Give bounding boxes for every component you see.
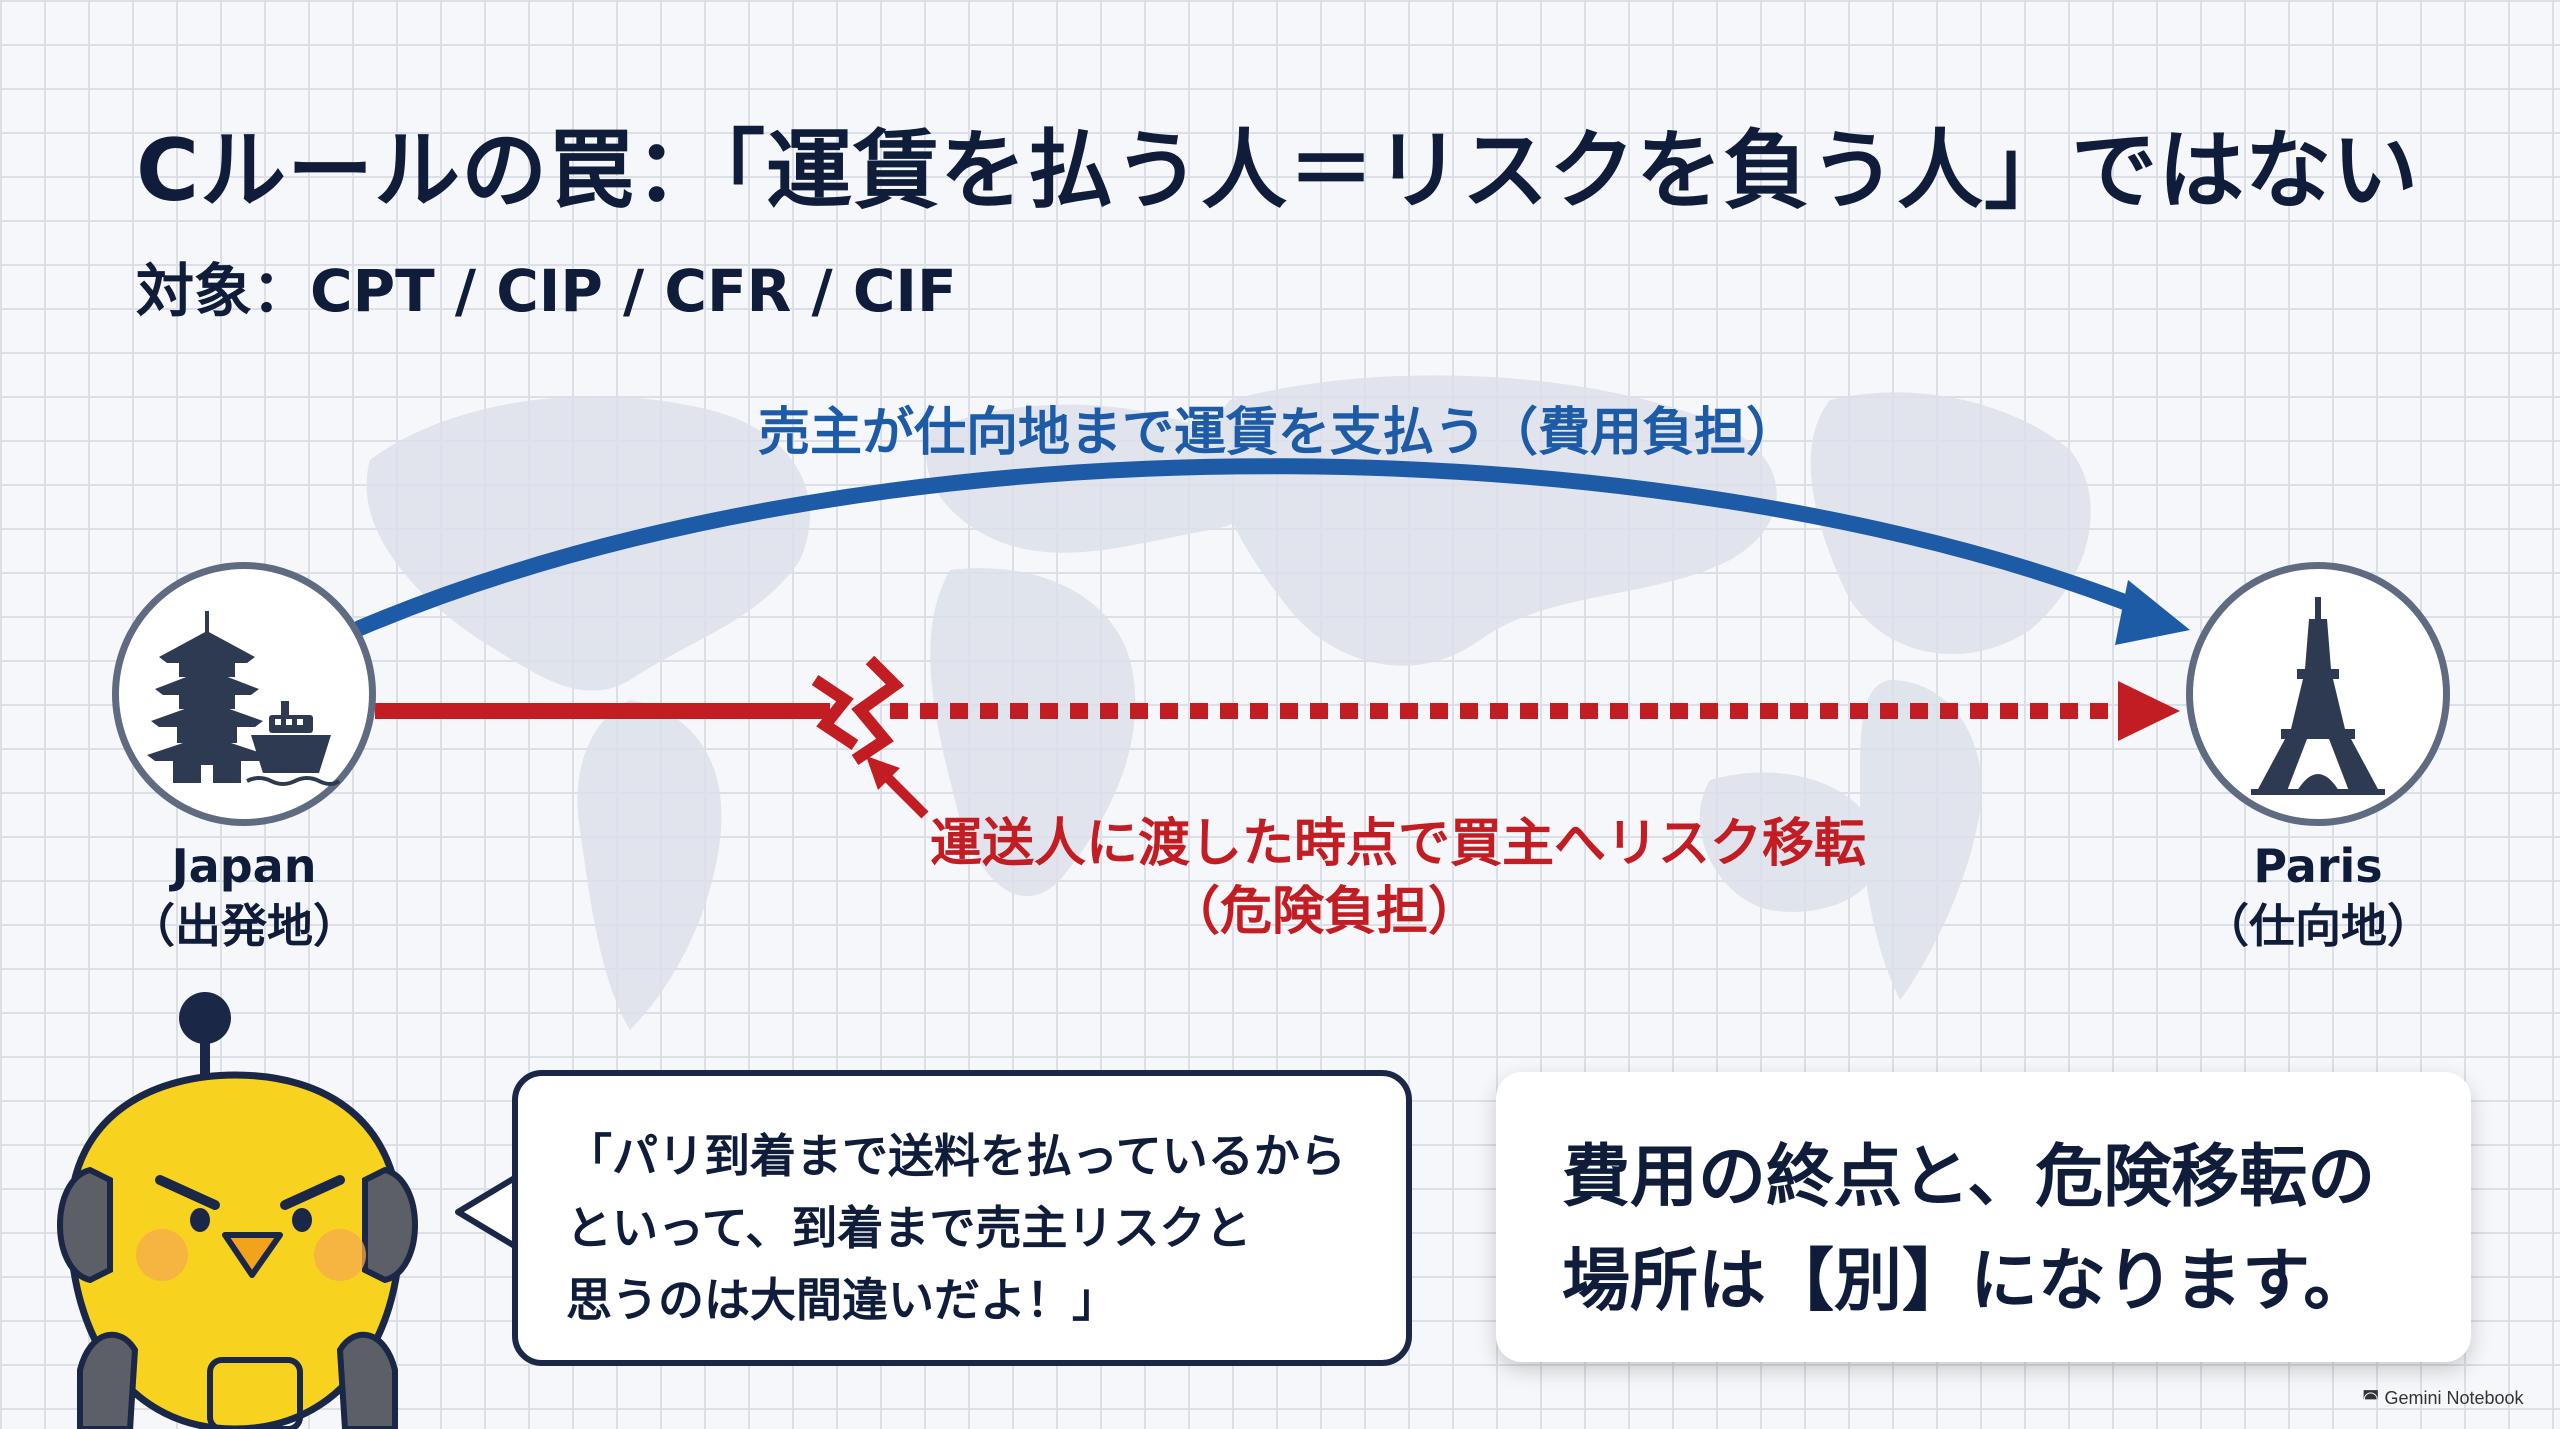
speech-bubble: 「パリ到着まで送料を払っているから といって、到着まで売主リスクと 思うのは大間… xyxy=(512,1070,1412,1366)
origin-city: Japan xyxy=(171,839,317,893)
speech-line-3: 思うのは大間違いだよ！」 xyxy=(566,1273,1118,1327)
destination-circle xyxy=(2186,562,2450,826)
summary-card: 費用の終点と、危険移転の 場所は【別】になります。 xyxy=(1496,1072,2471,1362)
risk-label-line1: 運送人に渡した時点で買主へリスク移転 xyxy=(930,814,1867,874)
summary-line-2: 場所は【別】になります。 xyxy=(1562,1242,2372,1321)
speech-line-2: といって、到着まで売主リスクと xyxy=(566,1201,1252,1255)
chick-mascot xyxy=(57,992,418,1429)
origin-name: Japan （出発地） xyxy=(94,836,394,956)
watermark: ◚ Gemini Notebook xyxy=(2362,1388,2524,1409)
risk-pointer-line xyxy=(878,768,929,819)
world-map-background xyxy=(366,375,2091,1030)
notebook-logo-icon: ◚ xyxy=(2362,1388,2380,1408)
cost-arrowhead xyxy=(2115,580,2190,645)
risk-break-mark-2 xyxy=(851,655,905,765)
risk-transfer-label: 運送人に渡した時点で買主へリスク移転 （危険負担） xyxy=(930,810,2030,946)
page-title: Cルールの罠：「運賃を払う人＝リスクを負う人」ではない xyxy=(136,121,2420,221)
summary-line-1: 費用の終点と、危険移転の xyxy=(1562,1138,2376,1217)
cost-arrow-label: 売主が仕向地まで運賃を支払う（費用負担） xyxy=(758,403,1799,463)
eiffel-tower-icon xyxy=(2251,597,2385,795)
cost-arrow xyxy=(352,458,2158,636)
pagoda-and-ship-icon xyxy=(147,611,341,786)
destination-subtitle: （仕向地） xyxy=(2203,899,2433,953)
risk-label-line2: （危険負担） xyxy=(1168,882,1481,942)
risk-pointer-head xyxy=(866,756,900,790)
watermark-text: Gemini Notebook xyxy=(2384,1388,2524,1408)
origin-circle xyxy=(112,562,376,826)
destination-city: Paris xyxy=(2253,839,2383,893)
risk-break-mark xyxy=(811,675,859,750)
destination-name: Paris （仕向地） xyxy=(2168,836,2468,956)
speech-line-1: 「パリ到着まで送料を払っているから xyxy=(566,1129,1346,1183)
page-subtitle: 対象：CPT / CIP / CFR / CIF xyxy=(136,257,957,325)
risk-arrowhead xyxy=(2118,681,2180,741)
origin-subtitle: （出発地） xyxy=(129,899,359,953)
